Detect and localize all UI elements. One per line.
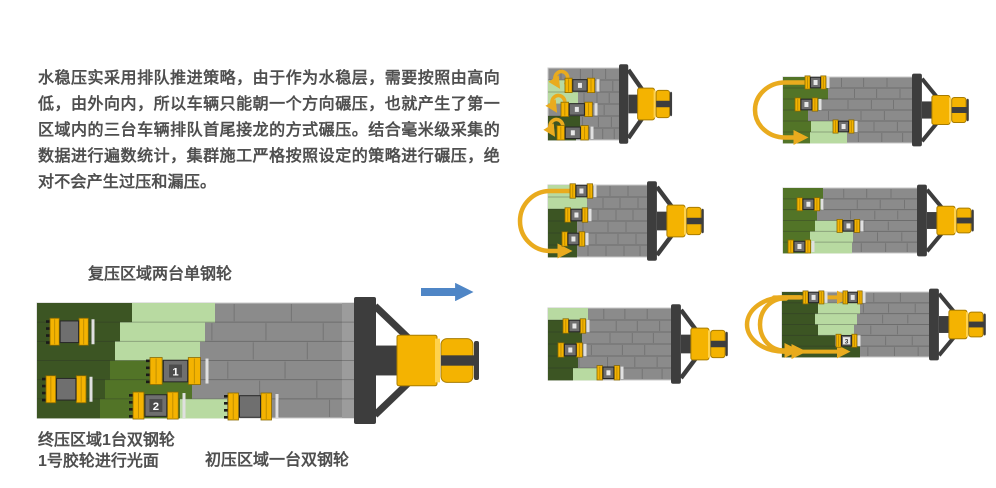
compacted-strip (548, 308, 588, 321)
paver-icon (619, 64, 673, 144)
svg-text:1: 1 (172, 366, 178, 378)
description-text: 水稳压实采用排队推进策略，由于作为水稳层，需要按照由高向低，由外向内，所以车辆只… (38, 70, 500, 191)
mini-diagram-6: 3 (745, 288, 986, 361)
roller-icon (556, 125, 594, 141)
compacted-strip (810, 132, 847, 144)
svg-text:3: 3 (845, 338, 849, 345)
compacted-strip (810, 231, 853, 243)
mini-diagram-1 (543, 64, 673, 144)
compacted-strip (573, 368, 597, 381)
compacted-strip (808, 242, 852, 254)
label-final-compaction-zone: 终压区域1台双钢轮 1号胶轮进行光面 (38, 430, 175, 472)
compacted-strip (37, 303, 132, 323)
compacted-strip (120, 322, 205, 342)
roller-icon (794, 97, 822, 112)
compacted-strip (818, 324, 854, 336)
mini-diagram-4 (782, 184, 974, 257)
paver-icon (929, 288, 986, 361)
roller-icon: 3 (835, 333, 861, 348)
compacted-strip (782, 335, 835, 347)
compacted-strip (783, 188, 823, 200)
uturn-arrow-icon (745, 295, 807, 360)
compacted-strip (782, 302, 818, 315)
compacted-strip (548, 368, 573, 381)
compacted-strip (815, 220, 853, 232)
roller-icon (787, 239, 815, 254)
compacted-strip (37, 398, 100, 419)
compacted-strip (180, 398, 227, 419)
label-initial-compaction-zone: 初压区域一台双钢轮 (205, 452, 350, 469)
uturn-arrow-icon (757, 296, 800, 359)
mini-diagram-3 (517, 181, 704, 261)
roller-icon (46, 317, 95, 346)
roller-icon (561, 231, 589, 247)
compacted-strip (783, 121, 811, 133)
roller-icon: 2 (129, 391, 186, 420)
paver-icon (912, 73, 969, 147)
roller-icon (832, 119, 858, 134)
compacted-strip (811, 121, 845, 133)
compacted-strip (783, 110, 808, 122)
uturn-arrow-icon (517, 188, 575, 259)
paver-icon (917, 184, 974, 257)
compacted-strip (783, 88, 828, 100)
compacted-strip (37, 360, 110, 381)
roller-icon (560, 101, 598, 117)
compacted-strip (548, 197, 587, 210)
compacted-strip (782, 313, 815, 325)
paver-icon (354, 297, 479, 424)
compacted-strip (815, 313, 857, 325)
compacted-strip (783, 209, 817, 221)
roller-icon (562, 318, 590, 334)
roller-icon (836, 219, 864, 233)
roller-icon (564, 207, 592, 223)
roller-icon (564, 77, 600, 93)
label-final-line2: 1号胶轮进行光面 (38, 453, 159, 470)
mini-diagram-2 (752, 73, 969, 147)
compacted-strip (783, 231, 810, 243)
compacted-strip (548, 332, 582, 345)
compacted-strip (115, 341, 200, 361)
roller-icon (804, 75, 830, 90)
compacted-strip (548, 356, 578, 369)
paver-icon (671, 304, 728, 384)
compacted-strip (132, 303, 215, 323)
paver-icon (647, 181, 704, 261)
roller-icon: 1 (146, 357, 209, 385)
roller-icon (569, 183, 597, 199)
roller-icon (224, 392, 279, 421)
compacted-strip (783, 220, 815, 232)
label-final-line1: 终压区域1台双钢轮 (38, 432, 175, 449)
compacted-strip (782, 324, 818, 336)
roller-icon (842, 290, 866, 305)
mini-diagram-5 (547, 304, 728, 384)
roller-icon (42, 375, 93, 404)
compacted-strip (37, 341, 115, 361)
compacted-strip (818, 302, 860, 315)
roller-icon (802, 290, 828, 305)
roller-icon (596, 365, 624, 381)
main-diagram: 12 (36, 282, 479, 424)
roller-icon (796, 197, 824, 212)
label-recompaction-zone: 复压区域两台单钢轮 (88, 266, 233, 283)
svg-text:2: 2 (153, 401, 159, 413)
roller-icon (557, 342, 587, 358)
uturn-arrow-icon (752, 80, 810, 146)
compacted-strip (548, 221, 577, 234)
